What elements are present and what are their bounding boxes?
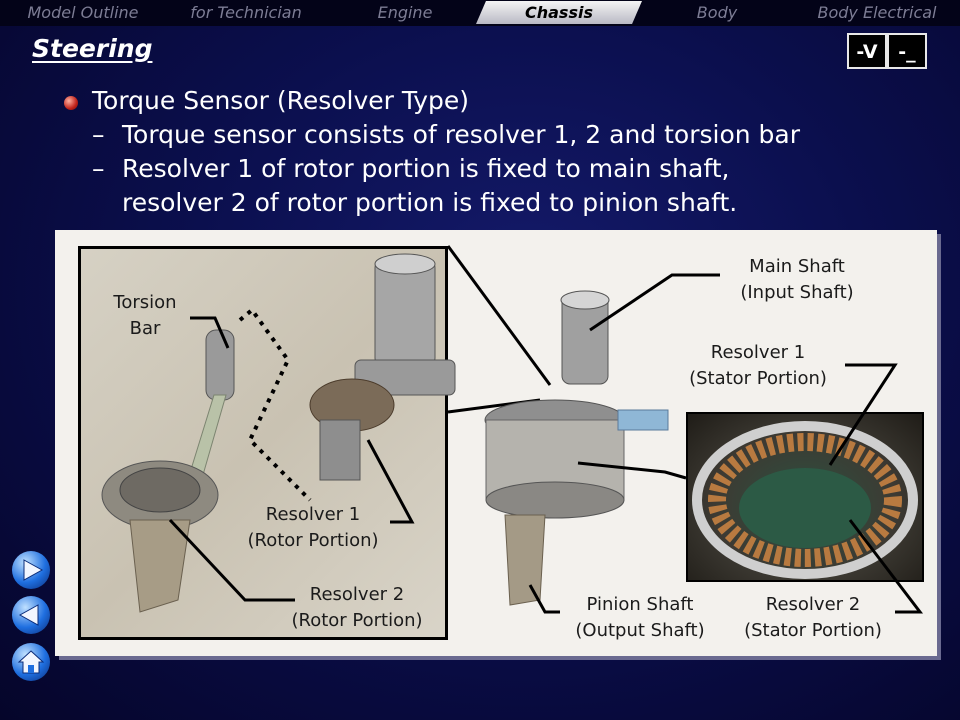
v-button[interactable]: -V [847, 33, 887, 69]
resolver2-stator-leader [848, 519, 924, 614]
resolver2-rotor-leader [168, 518, 295, 602]
resolver1-rotor-leader [366, 439, 415, 524]
forward-button[interactable] [12, 551, 50, 589]
tab-chassis[interactable]: Chassis [476, 1, 642, 24]
sensor-assembly [484, 290, 669, 606]
bullet-icon [64, 96, 78, 110]
minimize-button[interactable]: -_ [887, 33, 927, 69]
main-shaft-leader [589, 273, 720, 332]
main-shaft-rotor [309, 253, 456, 481]
bullet-heading: Torque Sensor (Resolver Type) [92, 86, 470, 115]
label-resolver2-stator: Resolver 2(Stator Portion) [744, 594, 882, 641]
back-button[interactable] [12, 596, 50, 634]
home-button[interactable] [12, 643, 50, 681]
sub-bullet-2-line-2: resolver 2 of rotor portion is fixed to … [122, 188, 738, 217]
zoom-line-top [446, 245, 552, 386]
tab-model-outline[interactable]: Model Outline [27, 3, 139, 22]
label-resolver2-rotor: Resolver 2(Rotor Portion) [291, 584, 423, 631]
tab-body-electrical[interactable]: Body Electrical [817, 3, 937, 22]
torsion-bar-shaft [101, 329, 235, 613]
tab-for-technician[interactable]: for Technician [190, 3, 302, 22]
sub-bullet-1: Torque sensor consists of resolver 1, 2 … [122, 120, 801, 149]
back-icon [18, 604, 39, 626]
connection-dotted-line [238, 307, 312, 502]
tab-engine[interactable]: Engine [377, 3, 433, 22]
pinion-shaft-leader [528, 584, 560, 614]
label-resolver1-stator: Resolver 1(Stator Portion) [689, 342, 827, 389]
sub-bullet-2-line-1: Resolver 1 of rotor portion is fixed to … [122, 154, 730, 183]
resolver1-stator-leader-b [828, 363, 898, 466]
stator-ring [692, 421, 918, 579]
page-title: Steering [32, 34, 153, 63]
label-resolver1-rotor: Resolver 1(Rotor Portion) [247, 504, 379, 551]
dash-marker: – [92, 120, 105, 149]
forward-icon [23, 559, 44, 581]
dash-marker: – [92, 154, 105, 183]
top-nav: Model Outline for Technician Engine Chas… [0, 0, 960, 26]
label-pinion-shaft: Pinion Shaft(Output Shaft) [575, 594, 705, 641]
home-icon [17, 650, 45, 674]
resolver1-stator-leader-a [577, 461, 687, 480]
label-main-shaft: Main Shaft(Input Shaft) [740, 256, 854, 303]
torsion-bar-leader [190, 316, 230, 349]
tab-body[interactable]: Body [696, 3, 738, 22]
